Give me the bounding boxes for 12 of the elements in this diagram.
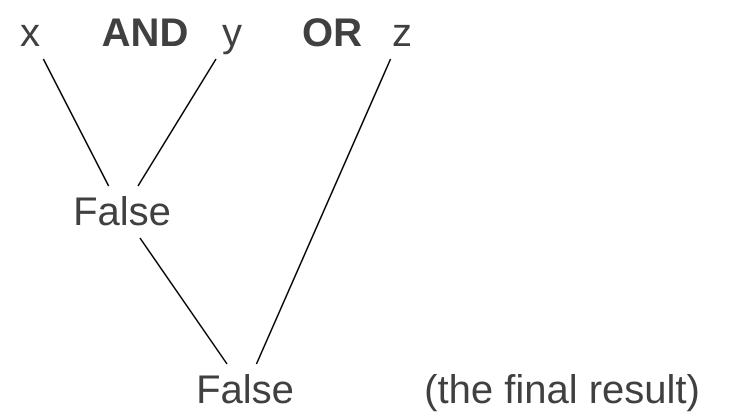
connector-line [137, 58, 217, 186]
connector-line [256, 58, 392, 364]
node-text: y [216, 9, 248, 57]
node-caption: (the final result) [424, 370, 700, 410]
operator-label: AND [102, 13, 188, 53]
connector-line [139, 238, 228, 364]
node-text: False [67, 188, 177, 236]
node-text: z [386, 9, 418, 57]
node-text: False [190, 366, 300, 414]
operator-label: OR [302, 13, 362, 53]
connector-line [42, 58, 110, 186]
node-text: x [14, 9, 46, 57]
